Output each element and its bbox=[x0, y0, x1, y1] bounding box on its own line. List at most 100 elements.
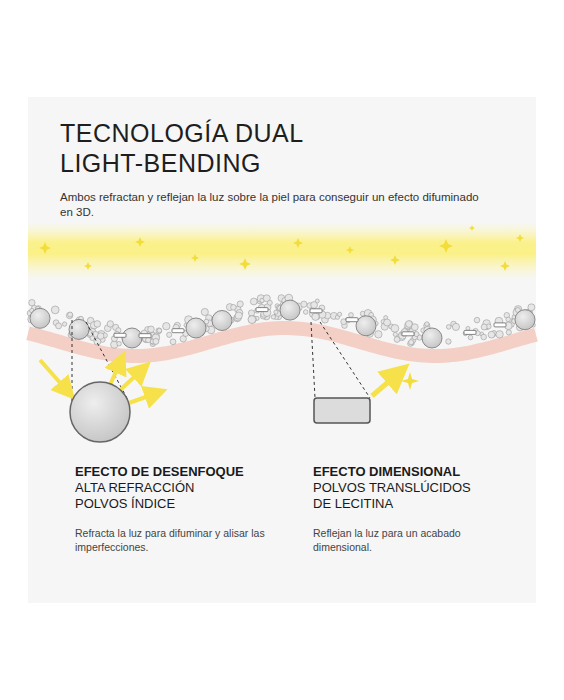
particle bbox=[414, 332, 419, 337]
sparkle bbox=[191, 254, 199, 262]
particle bbox=[271, 315, 275, 319]
large-particle bbox=[30, 308, 50, 328]
particle bbox=[301, 301, 307, 307]
particle bbox=[447, 340, 451, 344]
sparkle bbox=[39, 242, 51, 254]
sparkle bbox=[500, 261, 510, 271]
particle bbox=[312, 313, 319, 320]
particle bbox=[466, 326, 470, 330]
flat-particle bbox=[114, 333, 126, 337]
particle bbox=[51, 306, 59, 314]
light-band bbox=[28, 222, 536, 280]
flat-particle bbox=[402, 332, 414, 336]
particle bbox=[409, 340, 414, 345]
large-particle bbox=[356, 316, 376, 336]
particle bbox=[237, 301, 243, 307]
particle bbox=[248, 316, 256, 324]
particle bbox=[170, 339, 176, 345]
flat-particle bbox=[139, 334, 151, 338]
skin-wave bbox=[28, 328, 536, 356]
particle bbox=[481, 334, 487, 340]
large-particle bbox=[422, 328, 442, 348]
particle bbox=[384, 319, 391, 326]
particle bbox=[446, 339, 451, 344]
effect-body: Refracta la luz para difuminar y alisar … bbox=[75, 526, 275, 554]
particle bbox=[274, 310, 278, 314]
particle bbox=[506, 330, 511, 335]
panel bbox=[28, 97, 536, 603]
particle bbox=[117, 341, 122, 346]
particle bbox=[235, 312, 242, 319]
sparkle bbox=[84, 262, 92, 270]
particle bbox=[446, 325, 451, 330]
particle bbox=[411, 324, 418, 331]
effect-subheading: ALTA REFRACCIÓN POLVOS ÍNDICE bbox=[75, 480, 225, 512]
particle bbox=[148, 326, 155, 333]
large-particle bbox=[280, 300, 300, 320]
particle bbox=[488, 331, 495, 338]
dimension-callout bbox=[311, 322, 419, 423]
large-particle bbox=[122, 328, 142, 348]
particle bbox=[167, 332, 172, 337]
sparkle bbox=[469, 225, 475, 231]
sparkle bbox=[239, 258, 251, 270]
flat-particle bbox=[346, 318, 358, 322]
particle bbox=[157, 328, 162, 333]
effect-body: Reflejan la luz para un acabado dimensio… bbox=[313, 526, 503, 554]
particle bbox=[248, 310, 254, 316]
effect-subheading: POLVOS TRANSLÚCIDOS DE LECITINA bbox=[313, 480, 483, 512]
particle bbox=[394, 337, 400, 343]
effect-heading: EFECTO DIMENSIONAL bbox=[313, 464, 528, 480]
particle bbox=[528, 304, 535, 311]
particle bbox=[153, 338, 159, 344]
particles bbox=[27, 294, 535, 348]
particle bbox=[62, 322, 66, 326]
particle bbox=[201, 308, 208, 315]
particle bbox=[231, 305, 237, 311]
particle bbox=[474, 317, 480, 323]
particle bbox=[391, 325, 399, 333]
large-particle bbox=[186, 318, 206, 338]
particle bbox=[496, 331, 503, 338]
particle bbox=[481, 324, 487, 330]
particle bbox=[66, 312, 72, 318]
particle bbox=[311, 302, 318, 309]
particle bbox=[248, 315, 256, 323]
particle bbox=[90, 336, 95, 341]
flat-particle bbox=[310, 309, 322, 313]
title: TECNOLOGÍA DUAL LIGHT-BENDING bbox=[60, 118, 360, 178]
particle bbox=[393, 332, 397, 336]
particle bbox=[163, 323, 170, 330]
sparkle bbox=[390, 255, 400, 265]
sparkle bbox=[135, 237, 145, 247]
particle bbox=[425, 322, 429, 326]
blur-callout bbox=[40, 320, 160, 442]
particle bbox=[506, 317, 511, 322]
sparkle bbox=[346, 246, 354, 254]
particle bbox=[146, 337, 151, 342]
particle bbox=[375, 331, 382, 338]
particle bbox=[97, 333, 104, 340]
sparkle bbox=[439, 239, 453, 253]
flat-particle bbox=[172, 329, 184, 333]
particle bbox=[107, 321, 113, 327]
sparkles bbox=[39, 225, 524, 271]
particle bbox=[338, 312, 342, 316]
large-particle bbox=[212, 311, 232, 331]
flat-particle bbox=[464, 330, 476, 334]
subtitle: Ambos refractan y reflejan la luz sobre … bbox=[60, 190, 480, 220]
particle bbox=[56, 323, 62, 329]
particle bbox=[452, 323, 459, 330]
large-particle bbox=[515, 310, 535, 330]
sparkle bbox=[293, 238, 303, 248]
sparkle bbox=[516, 234, 524, 242]
particle bbox=[68, 312, 73, 317]
particle bbox=[29, 300, 35, 306]
effect-heading: EFECTO DE DESENFOQUE bbox=[75, 464, 290, 480]
flat-particle bbox=[494, 323, 506, 327]
flat-particle bbox=[256, 308, 268, 312]
particle bbox=[250, 298, 257, 305]
particle bbox=[267, 300, 272, 305]
